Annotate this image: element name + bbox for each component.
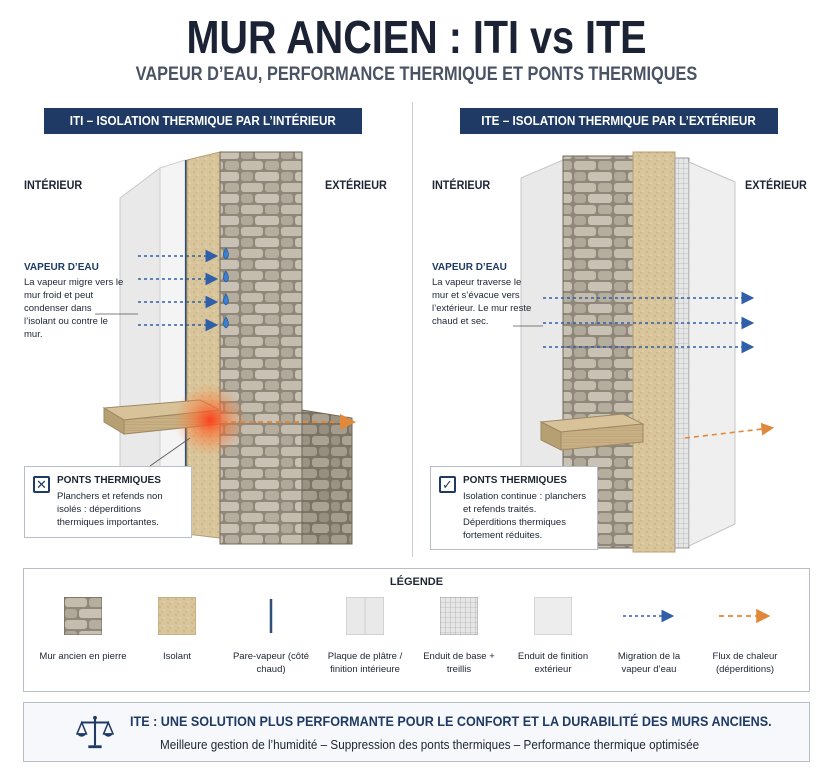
stone-wall-swatch-icon — [63, 596, 103, 636]
ite-header: ITE – ISOLATION THERMIQUE PAR L’EXTÉRIEU… — [460, 108, 778, 134]
legend-item-heat-arrow: Flux de chaleur (déperditions) — [700, 597, 790, 676]
cross-icon: ✕ — [33, 476, 50, 493]
ite-exterieur-label: EXTÉRIEUR — [745, 178, 807, 192]
ite-interieur-label: INTÉRIEUR — [432, 178, 491, 192]
legend-item-vapor-barrier: Pare-vapeur (côté chaud) — [226, 597, 316, 676]
legend-item-vapor-arrow: Migration de la vapeur d’eau — [604, 597, 694, 676]
ite-vapeur-title: VAPEUR D’EAU — [432, 262, 507, 273]
iti-ground-stone — [301, 409, 353, 545]
checkmark-icon: ✓ — [439, 476, 456, 493]
insulation-swatch-icon — [157, 596, 197, 636]
iti-condensation-droplets — [223, 247, 229, 329]
vapor-arrow-icon — [623, 609, 675, 623]
heat-arrow-icon — [719, 608, 771, 624]
iti-vapeur-title: VAPEUR D’EAU — [24, 262, 99, 273]
legend-item-finish-render: Enduit de finition extérieur — [508, 596, 598, 676]
ite-ponts-box: ✓ PONTS THERMIQUES Isolation continue : … — [430, 466, 598, 550]
plasterboard-swatch-icon — [345, 596, 385, 636]
ite-insulation — [632, 151, 676, 553]
iti-thermal-bridge-glow — [174, 384, 246, 456]
iti-ponts-text: Planchers et refends non isolés : déperd… — [57, 491, 163, 528]
page-title: MUR ANCIEN : ITI vs ITE — [186, 11, 647, 63]
conclusion-subline: Meilleure gestion de l’humidité – Suppre… — [160, 737, 700, 752]
legend-item-insulation: Isolant — [132, 596, 222, 663]
ite-finish-render — [688, 161, 736, 547]
ite-mesh-render — [674, 157, 690, 549]
iti-interieur-label: INTÉRIEUR — [24, 178, 83, 192]
iti-stone-wall — [219, 151, 303, 545]
finish-render-swatch-icon — [533, 596, 573, 636]
legend: LÉGENDE Mur ancien en pierre Isolant Par… — [23, 568, 810, 692]
legend-item-plasterboard: Plaque de plâtre / finition intérieure — [320, 596, 410, 676]
conclusion-headline: ITE : UNE SOLUTION PLUS PERFORMANTE POUR… — [130, 713, 772, 729]
iti-exterieur-label: EXTÉRIEUR — [325, 178, 387, 192]
legend-title: LÉGENDE — [389, 576, 444, 588]
legend-item-stone: Mur ancien en pierre — [38, 596, 128, 663]
iti-header: ITI – ISOLATION THERMIQUE PAR L’INTÉRIEU… — [44, 108, 362, 134]
mesh-render-swatch-icon — [439, 596, 479, 636]
ite-vapeur-text: La vapeur traverse le mur et s’évacue ve… — [432, 277, 532, 327]
ite-ponts-text: Isolation continue : planchers et refend… — [463, 491, 587, 541]
panel-divider — [412, 102, 413, 557]
ite-vapor-arrows — [543, 291, 755, 354]
iti-ponts-box: ✕ PONTS THERMIQUES Planchers et refends … — [24, 466, 192, 538]
vapor-barrier-swatch-icon — [269, 599, 273, 633]
iti-vapor-arrows — [138, 249, 219, 332]
legend-item-mesh-render: Enduit de base + treillis — [414, 596, 504, 676]
conclusion-banner: ITE : UNE SOLUTION PLUS PERFORMANTE POUR… — [23, 702, 810, 762]
ite-ponts-title: PONTS THERMIQUES — [463, 475, 567, 486]
ite-heat-arrow — [684, 422, 775, 439]
balance-scale-icon — [76, 715, 114, 749]
page-subtitle: VAPEUR D’EAU, PERFORMANCE THERMIQUE ET P… — [135, 64, 698, 85]
iti-vapeur-text: La vapeur migre vers le mur froid et peu… — [24, 277, 124, 340]
ite-wall-illustration — [513, 151, 775, 553]
iti-ponts-title: PONTS THERMIQUES — [57, 475, 161, 486]
